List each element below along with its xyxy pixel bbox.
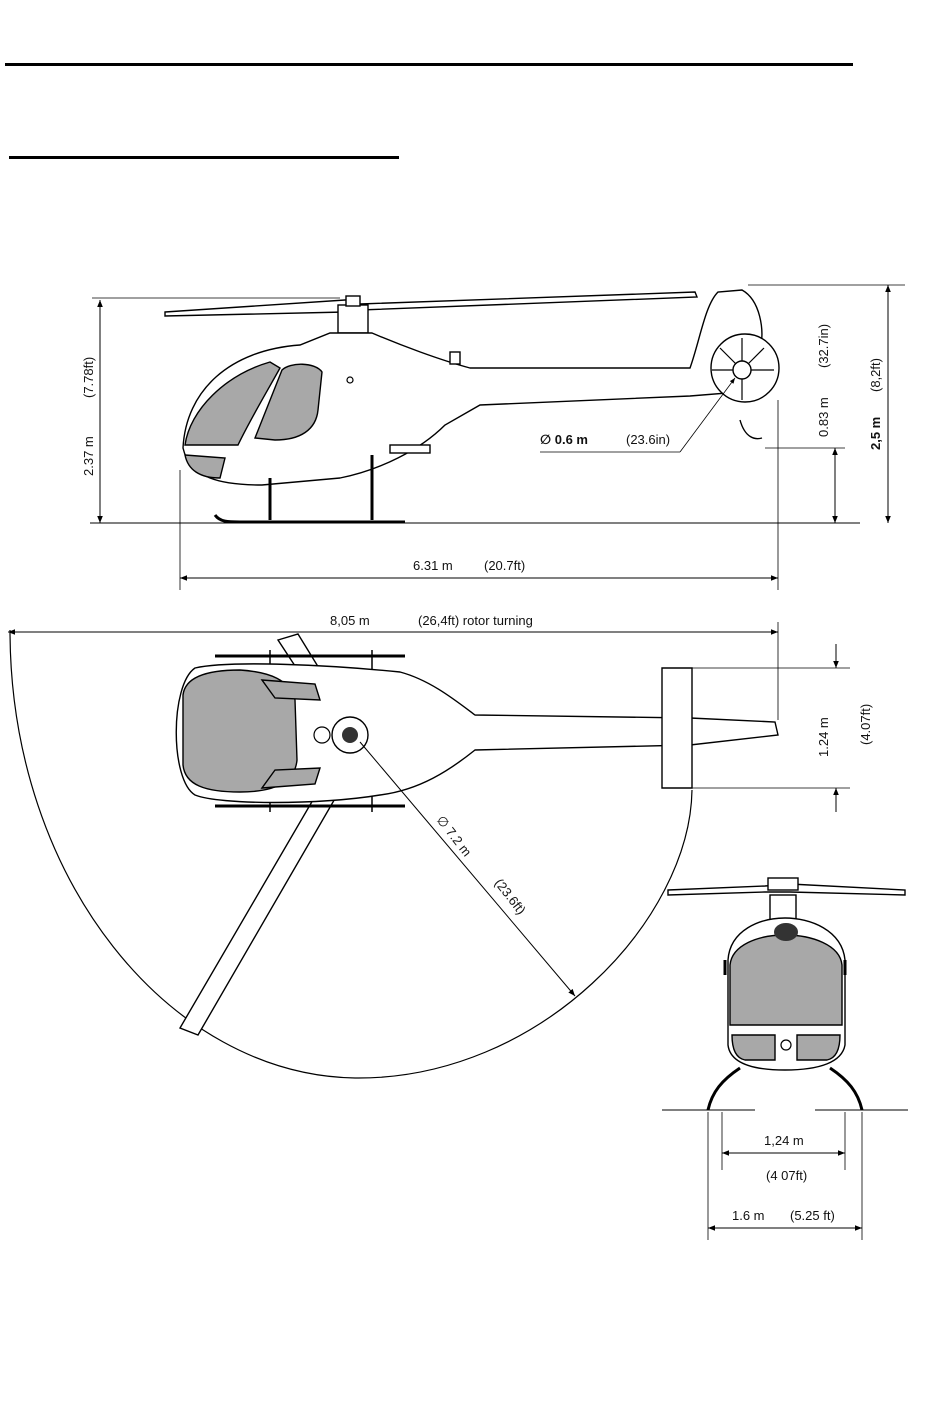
fenestron-height-in-label: (32.7in) [816, 324, 831, 368]
side-chin-window [185, 455, 225, 478]
tail-height-label: 2,5 m [868, 417, 883, 450]
fenestron-height-label: 0.83 m [816, 397, 831, 437]
length-label: 6.31 m [413, 558, 453, 573]
skid-width-ft-label: (5.25 ft) [790, 1208, 835, 1223]
tail-height-ft-label: (8,2ft) [868, 358, 883, 392]
side-height-label: 2.37 m [81, 436, 96, 476]
stabilizer-span-label: 1.24 m [816, 717, 831, 757]
side-height-ft-label: (7.78ft) [81, 357, 96, 398]
rotor-turning-ft-label: (26,4ft) rotor turning [418, 613, 533, 628]
stabilizer-span-ft-label: (4.07ft) [858, 704, 873, 745]
skid-width-label: 1.6 m [732, 1208, 765, 1223]
front-view: 1,24 m (4 07ft) 1.6 m (5.25 ft) [662, 878, 908, 1240]
fenestron-diameter-in-label: (23.6in) [626, 432, 670, 447]
skid-track-ft-label: (4 07ft) [766, 1168, 807, 1183]
length-ft-label: (20.7ft) [484, 558, 525, 573]
skid-track-label: 1,24 m [764, 1133, 804, 1148]
fenestron-diameter-label: ∅ 0.6 m [540, 432, 588, 447]
front-windscreen [730, 935, 842, 1025]
side-main-rotor [165, 292, 697, 316]
side-view: 2.37 m (7.78ft) 2,5 m (8,2ft) 0.83 m (32… [81, 285, 905, 590]
rotor-turning-label: 8,05 m [330, 613, 370, 628]
top-stabilizer [662, 668, 692, 788]
rotor-diameter-ft-label: (23.6ft) [492, 876, 529, 918]
